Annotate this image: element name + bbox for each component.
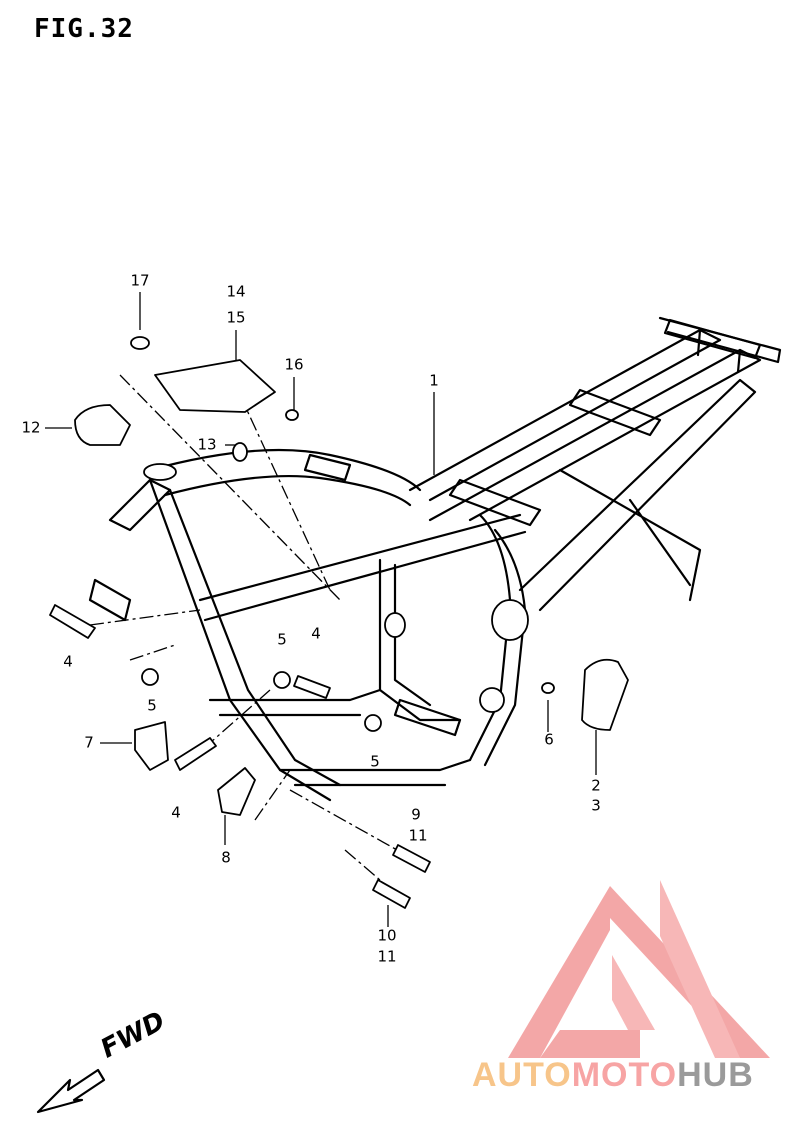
callout-11-upper: 11 <box>408 826 428 845</box>
watermark-auto: AUTO <box>472 1056 572 1094</box>
callout-12: 12 <box>21 418 41 437</box>
callout-4-left: 4 <box>63 652 73 671</box>
callout-5-left: 5 <box>147 696 157 715</box>
callout-10: 10 <box>377 926 397 945</box>
watermark-hub: HUB <box>677 1056 754 1094</box>
callout-4-center: 4 <box>311 624 321 643</box>
watermark-text: AUTOMOTOHUB <box>472 1056 754 1095</box>
callout-16: 16 <box>284 355 304 374</box>
callout-17: 17 <box>130 271 150 290</box>
callout-1: 1 <box>429 371 439 390</box>
callout-5-bottom: 5 <box>370 752 380 771</box>
fwd-arrow-icon <box>36 1068 106 1114</box>
main-frame <box>88 316 782 802</box>
callout-3: 3 <box>591 796 601 815</box>
callout-9: 9 <box>411 805 421 824</box>
callout-7: 7 <box>84 733 94 752</box>
callout-4-bottom: 4 <box>171 803 181 822</box>
leader-lines <box>45 292 597 927</box>
watermark-logo <box>508 880 770 1058</box>
callout-2: 2 <box>591 776 601 795</box>
callout-14: 14 <box>226 282 246 301</box>
callout-11-lower: 11 <box>377 947 397 966</box>
callout-15: 15 <box>226 308 246 327</box>
callout-8: 8 <box>221 848 231 867</box>
callout-6: 6 <box>544 730 554 749</box>
figure-title: FIG.32 <box>34 14 134 44</box>
callout-5-center: 5 <box>277 630 287 649</box>
small-parts <box>49 336 629 909</box>
watermark-moto: MOTO <box>571 1056 678 1094</box>
callout-13: 13 <box>197 435 217 454</box>
